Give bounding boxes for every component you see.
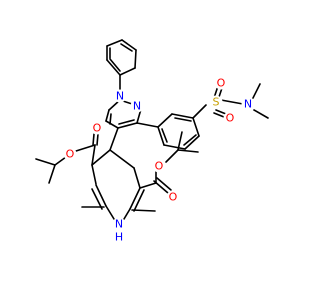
bond-layer <box>35 39 269 220</box>
dihydropyridine-nh-atom: N H <box>112 217 126 244</box>
sulfonyl-o1-atom: O <box>214 76 228 90</box>
atom-label-n: N <box>133 100 141 113</box>
sulfonyl-s-atom: S <box>209 95 223 109</box>
ring-methyl-groups <box>81 206 156 212</box>
phenyl-ring <box>106 39 137 93</box>
sulfonyl-o2-atom: O <box>223 111 237 125</box>
atom-label-o: O <box>66 148 75 161</box>
right-ester-group <box>139 131 199 194</box>
left-ester-group <box>35 133 99 184</box>
pyrazole-n1-atom: N <box>113 89 127 103</box>
left-ester-ether-o-atom: O <box>63 147 77 161</box>
molecule-structure-diagram: N N S O O N O O <box>35 39 269 244</box>
atom-label-layer: N N S O O N O O <box>63 76 255 244</box>
atom-label-o: O <box>217 77 226 90</box>
left-ester-carbonyl-o-atom: O <box>90 121 104 135</box>
atom-label-n: N <box>244 98 252 111</box>
sulfonyl-phenyl-ring <box>136 104 207 150</box>
atom-label-s: S <box>213 96 220 109</box>
atom-label-n: N <box>116 90 124 103</box>
atom-label-o: O <box>155 160 164 173</box>
atom-label-h: H <box>115 231 123 244</box>
right-ester-carbonyl-o-atom: O <box>166 190 180 204</box>
pyrazole-n2-atom: N <box>130 99 144 113</box>
dimethylamino-n-atom: N <box>241 97 255 111</box>
atom-label-o: O <box>93 122 102 135</box>
atom-label-n: N <box>115 218 123 231</box>
dihydropyridine-ring <box>91 127 145 220</box>
atom-label-o: O <box>169 191 178 204</box>
atom-label-o: O <box>226 112 235 125</box>
right-ester-ether-o-atom: O <box>152 159 166 173</box>
